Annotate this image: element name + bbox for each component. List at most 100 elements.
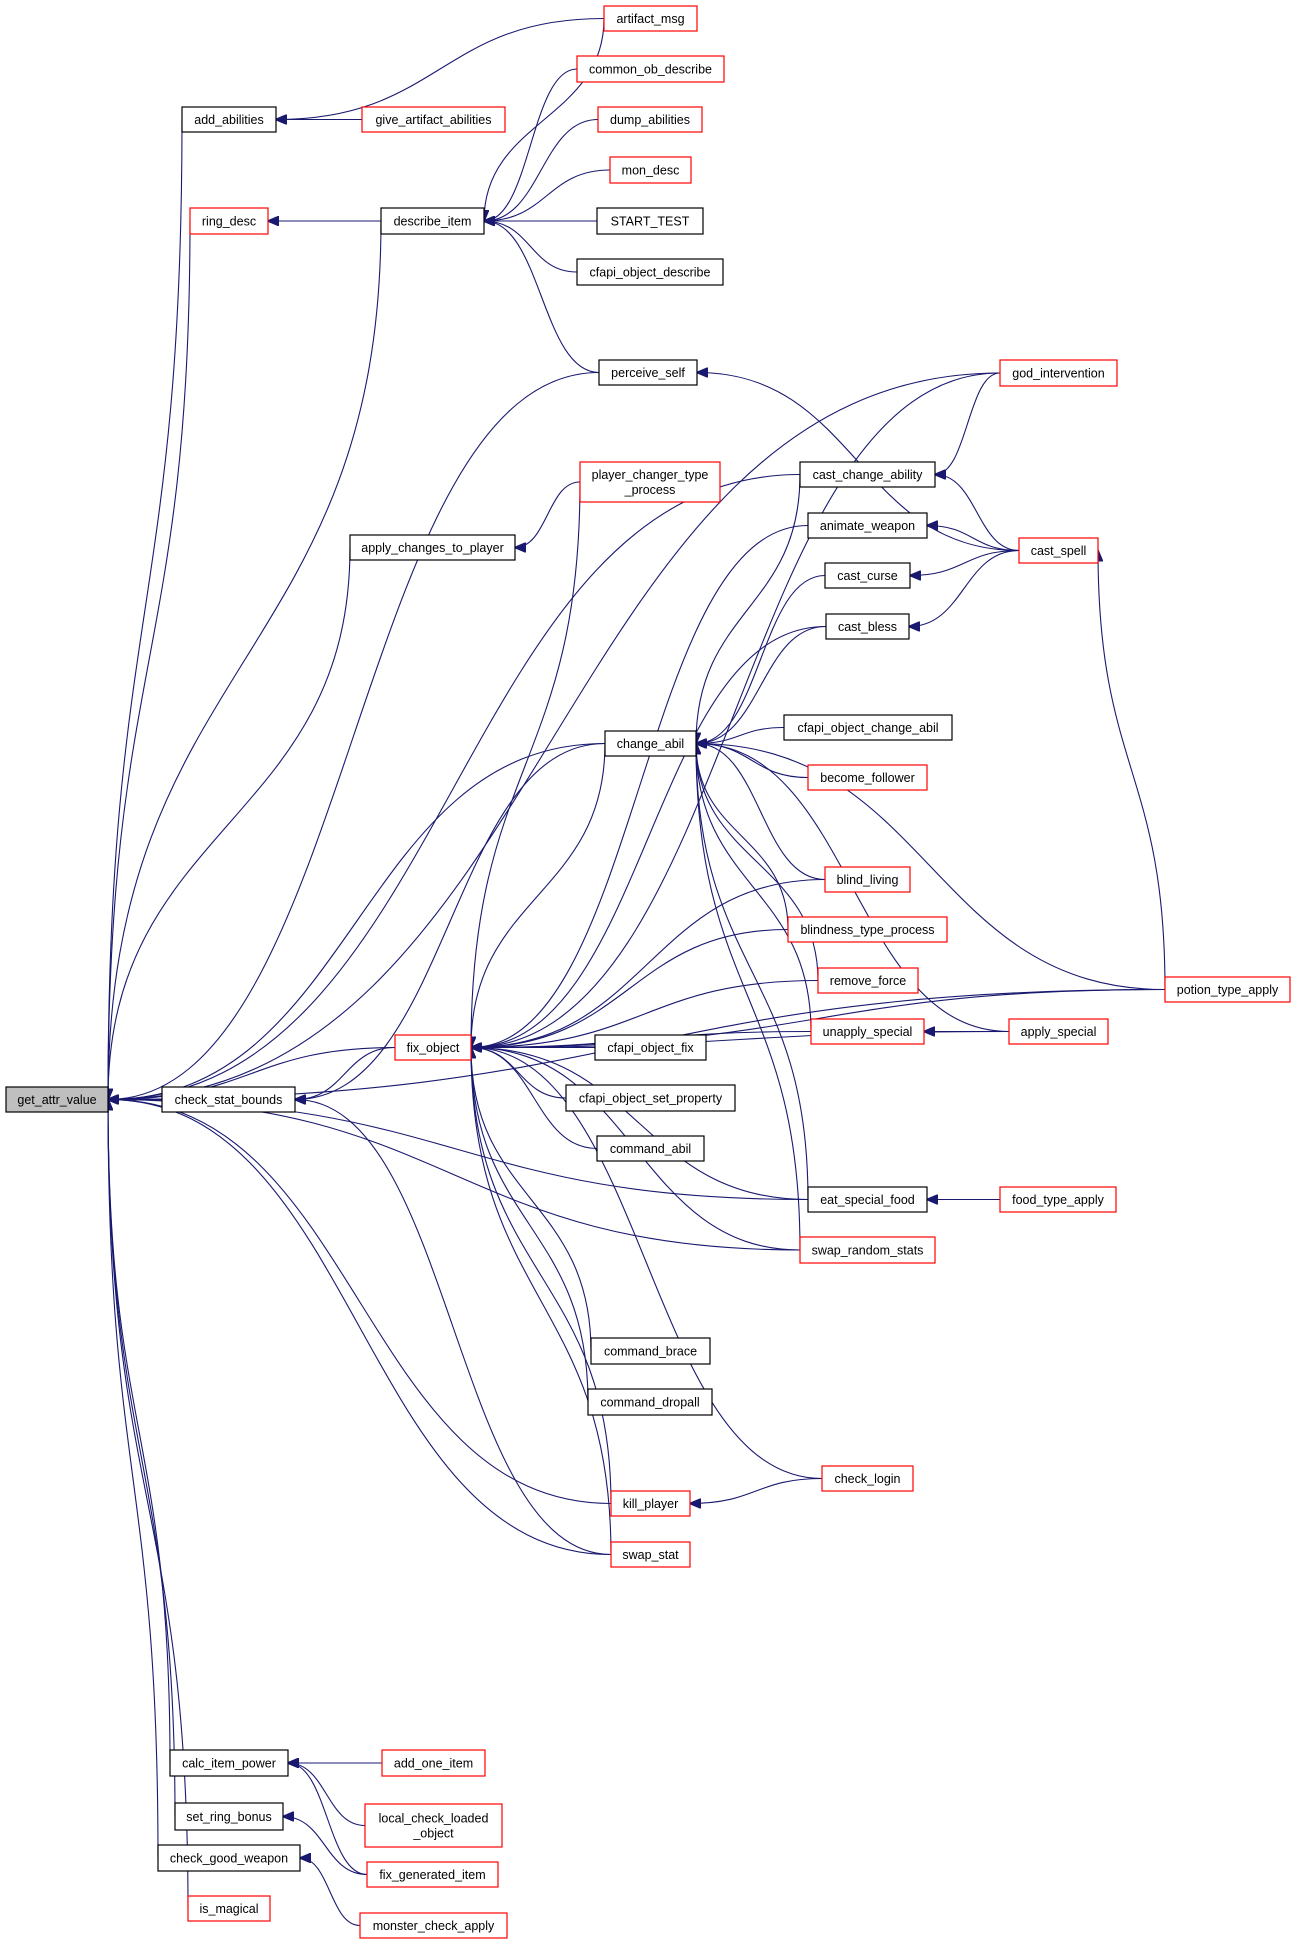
edge-line bbox=[471, 372, 1001, 1048]
node-add-one-item[interactable]: add_one_item bbox=[381, 1749, 486, 1777]
call-edge bbox=[471, 1048, 612, 1555]
edge-line bbox=[1098, 551, 1166, 990]
node-cast-bless[interactable]: cast_bless bbox=[825, 613, 910, 640]
node-change-abil[interactable]: change_abil bbox=[604, 730, 697, 757]
node-give-artifact-abilities[interactable]: give_artifact_abilities bbox=[361, 106, 506, 133]
node-label: cast_spell bbox=[1031, 544, 1087, 558]
edge-line bbox=[696, 744, 819, 981]
call-edge bbox=[696, 574, 826, 744]
node-cfapi-object-describe[interactable]: cfapi_object_describe bbox=[576, 258, 724, 286]
node-animate-weapon[interactable]: animate_weapon bbox=[807, 512, 928, 539]
node-cast-change-ability[interactable]: cast_change_ability bbox=[799, 461, 936, 488]
node-cfapi-object-change-abil[interactable]: cfapi_object_change_abil bbox=[783, 714, 953, 741]
node-common-ob-describe[interactable]: common_ob_describe bbox=[576, 55, 725, 83]
node-box bbox=[604, 730, 697, 757]
node-box bbox=[361, 106, 506, 133]
node-label: unapply_special bbox=[823, 1025, 913, 1039]
node-cast-curse[interactable]: cast_curse bbox=[824, 562, 911, 589]
node-start-test[interactable]: START_TEST bbox=[596, 207, 704, 235]
node-perceive-self[interactable]: perceive_self bbox=[598, 359, 698, 386]
node-label: cfapi_object_describe bbox=[590, 266, 711, 280]
call-edge bbox=[696, 744, 801, 1251]
node-label: cfapi_object_fix bbox=[607, 1041, 694, 1055]
node-apply-changes-to-player[interactable]: apply_changes_to_player bbox=[349, 534, 516, 561]
call-edge bbox=[935, 372, 1001, 475]
node-cfapi-object-set-property[interactable]: cfapi_object_set_property bbox=[565, 1084, 736, 1112]
node-label: check_stat_bounds bbox=[175, 1093, 283, 1107]
edge-line bbox=[471, 1048, 612, 1555]
node-calc-item-power[interactable]: calc_item_power bbox=[169, 1749, 289, 1777]
edge-line bbox=[295, 1046, 396, 1100]
node-apply-special[interactable]: apply_special bbox=[1008, 1018, 1109, 1045]
node-box bbox=[783, 714, 953, 741]
node-kill-player[interactable]: kill_player bbox=[610, 1490, 691, 1517]
node-label: cast_change_ability bbox=[813, 468, 924, 482]
call-edge bbox=[471, 878, 826, 1048]
node-box bbox=[359, 1912, 508, 1939]
node-check-stat-bounds[interactable]: check_stat_bounds bbox=[161, 1086, 296, 1113]
node-describe-item[interactable]: describe_item bbox=[380, 207, 485, 235]
node-blindness-type-process[interactable]: blindness_type_process bbox=[787, 916, 948, 943]
call-edge bbox=[484, 118, 599, 222]
call-edge bbox=[108, 1100, 612, 1556]
node-command-dropall[interactable]: command_dropall bbox=[587, 1388, 713, 1416]
node-player-changer-type-process[interactable]: player_changer_type_process bbox=[579, 461, 721, 503]
node-cast-spell[interactable]: cast_spell bbox=[1018, 537, 1099, 564]
node-unapply-special[interactable]: unapply_special bbox=[810, 1018, 925, 1045]
node-is-magical[interactable]: is_magical bbox=[187, 1895, 271, 1922]
call-edge bbox=[108, 1100, 189, 1909]
node-potion-type-apply[interactable]: potion_type_apply bbox=[1164, 976, 1291, 1003]
node-god-intervention[interactable]: god_intervention bbox=[999, 359, 1118, 387]
node-swap-stat[interactable]: swap_stat bbox=[610, 1541, 691, 1568]
node-label: fix_generated_item bbox=[379, 1868, 485, 1882]
node-food-type-apply[interactable]: food_type_apply bbox=[999, 1186, 1117, 1213]
node-box bbox=[610, 1490, 691, 1517]
call-edge bbox=[471, 1048, 823, 1480]
node-become-follower[interactable]: become_follower bbox=[807, 764, 928, 791]
call-edge bbox=[108, 1100, 612, 1505]
node-label: become_follower bbox=[820, 771, 915, 785]
edge-line bbox=[108, 547, 351, 1100]
node-label: calc_item_power bbox=[182, 1757, 276, 1771]
edge-line bbox=[108, 1100, 612, 1556]
node-mon-desc[interactable]: mon_desc bbox=[609, 156, 692, 184]
node-check-good-weapon[interactable]: check_good_weapon bbox=[157, 1844, 301, 1872]
call-edge bbox=[283, 1817, 368, 1876]
node-dump-abilities[interactable]: dump_abilities bbox=[597, 106, 703, 133]
node-add-abilities[interactable]: add_abilities bbox=[181, 106, 277, 133]
node-label: fix_object bbox=[407, 1041, 460, 1055]
node-artifact-msg[interactable]: artifact_msg bbox=[603, 5, 698, 32]
node-ring-desc[interactable]: ring_desc bbox=[189, 207, 269, 235]
node-local-check-loaded-object[interactable]: local_check_loaded_object bbox=[364, 1803, 503, 1848]
call-edge bbox=[108, 1100, 159, 1859]
node-label: cast_curse bbox=[837, 569, 897, 583]
node-fix-generated-item[interactable]: fix_generated_item bbox=[366, 1861, 499, 1888]
node-set-ring-bonus[interactable]: set_ring_bonus bbox=[174, 1802, 284, 1831]
call-edge bbox=[295, 742, 606, 1100]
node-monster-check-apply[interactable]: monster_check_apply bbox=[359, 1912, 508, 1939]
node-label: describe_item bbox=[394, 215, 472, 229]
node-check-login[interactable]: check_login bbox=[821, 1465, 914, 1492]
node-get-attr-value[interactable]: get_attr_value bbox=[5, 1086, 109, 1113]
node-blind-living[interactable]: blind_living bbox=[824, 866, 911, 893]
node-box bbox=[824, 866, 911, 893]
node-box bbox=[807, 512, 928, 539]
call-edge bbox=[471, 625, 827, 1048]
node-command-abil[interactable]: command_abil bbox=[596, 1135, 705, 1162]
node-eat-special-food[interactable]: eat_special_food bbox=[807, 1186, 928, 1213]
node-label: command_brace bbox=[604, 1345, 697, 1359]
edge-line bbox=[471, 979, 819, 1048]
node-command-brace[interactable]: command_brace bbox=[590, 1337, 711, 1365]
node-box bbox=[824, 562, 911, 589]
node-swap-random-stats[interactable]: swap_random_stats bbox=[799, 1236, 936, 1264]
call-edge bbox=[471, 1048, 592, 1352]
node-remove-force[interactable]: remove_force bbox=[817, 967, 919, 994]
call-edge bbox=[471, 524, 809, 1048]
call-edge bbox=[909, 549, 1020, 627]
call-edge bbox=[108, 371, 600, 1100]
node-label: check_login bbox=[834, 1472, 900, 1486]
node-box bbox=[597, 106, 703, 133]
call-edge bbox=[484, 68, 578, 221]
node-cfapi-object-fix[interactable]: cfapi_object_fix bbox=[594, 1034, 707, 1061]
node-fix-object[interactable]: fix_object bbox=[394, 1034, 472, 1061]
